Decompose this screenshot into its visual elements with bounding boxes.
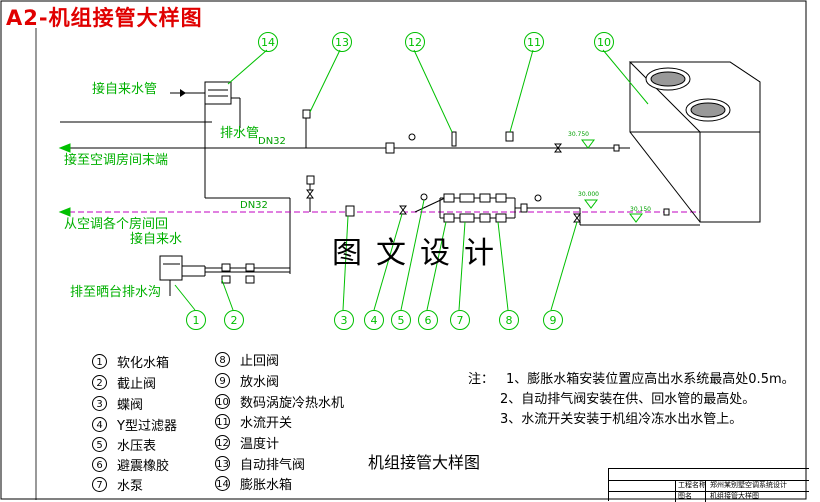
- leader-lines: [174, 49, 649, 311]
- callout-2: 2: [224, 310, 244, 330]
- level-markers: [581, 139, 643, 223]
- title-block: 工程名称 郑州某别墅空调系统设计 图名 机组接管大样图: [608, 468, 809, 502]
- title-block-row-1: [609, 469, 809, 481]
- callout-9: 9: [543, 310, 563, 330]
- callout-12: 12: [405, 32, 425, 52]
- flow-arrows: [58, 143, 71, 217]
- project-key: 工程名称: [675, 480, 706, 491]
- callout-8: 8: [499, 310, 519, 330]
- title-block-row-2: 工程名称 郑州某别墅空调系统设计: [609, 480, 809, 492]
- note-3: 3、水流开关安装于机组冷冻水出水管上。: [500, 412, 743, 427]
- callout-4: 4: [364, 310, 384, 330]
- label-from-rooms-return: 从空调各个房间回: [64, 217, 169, 232]
- elevation-2: 30.000: [578, 191, 599, 198]
- label-water-supply-2: 接自来水: [130, 232, 183, 247]
- label-water-supply: 接自来水管: [92, 82, 158, 97]
- label-drain-to-balcony: 排至晒台排水沟: [70, 285, 162, 300]
- callout-14: 14: [258, 32, 278, 52]
- elevation-1: 30.750: [568, 131, 589, 138]
- pipe-size-upper: DN32: [258, 136, 286, 147]
- drawing-value: 机组接管大样图: [705, 491, 759, 502]
- callout-3: 3: [334, 310, 354, 330]
- note-2: 2、自动排气阀安装在供、回水管的最高处。: [500, 392, 756, 407]
- drawing-title: A2-机组接管大样图: [6, 6, 203, 30]
- callout-10: 10: [594, 32, 614, 52]
- callout-6: 6: [418, 310, 438, 330]
- drawing-key: 图名: [675, 491, 706, 502]
- label-to-room-end: 接至空调房间末端: [64, 153, 169, 168]
- notes: 注：1、膨胀水箱安装位置应高出水系统最高处0.5m。 2、自动排气阀安装在供、回…: [468, 370, 795, 430]
- pipe-size-lower: DN32: [240, 200, 268, 211]
- callout-11: 11: [524, 32, 544, 52]
- label-drain-pipe: 排水管: [220, 126, 260, 141]
- title-block-row-3: 图名 机组接管大样图: [609, 491, 809, 502]
- watermark-text: 图文设计: [332, 236, 508, 271]
- elevation-3: 30.150: [630, 206, 651, 213]
- supply-pipe: [60, 98, 630, 274]
- callout-1: 1: [186, 310, 206, 330]
- expansion-tank: [170, 81, 241, 128]
- project-value: 郑州某别墅空调系统设计: [705, 480, 787, 491]
- callout-5: 5: [391, 310, 411, 330]
- callout-13: 13: [332, 32, 352, 52]
- drawing-caption: 机组接管大样图: [368, 453, 481, 472]
- callout-7: 7: [450, 310, 470, 330]
- tank-valve: [180, 89, 186, 97]
- make-up-valves: [221, 263, 255, 284]
- note-1: 注：1、膨胀水箱安装位置应高出水系统最高处0.5m。: [468, 372, 795, 387]
- chiller-unit: [628, 61, 761, 223]
- supply-fittings: [302, 109, 620, 154]
- return-fittings: [306, 175, 670, 223]
